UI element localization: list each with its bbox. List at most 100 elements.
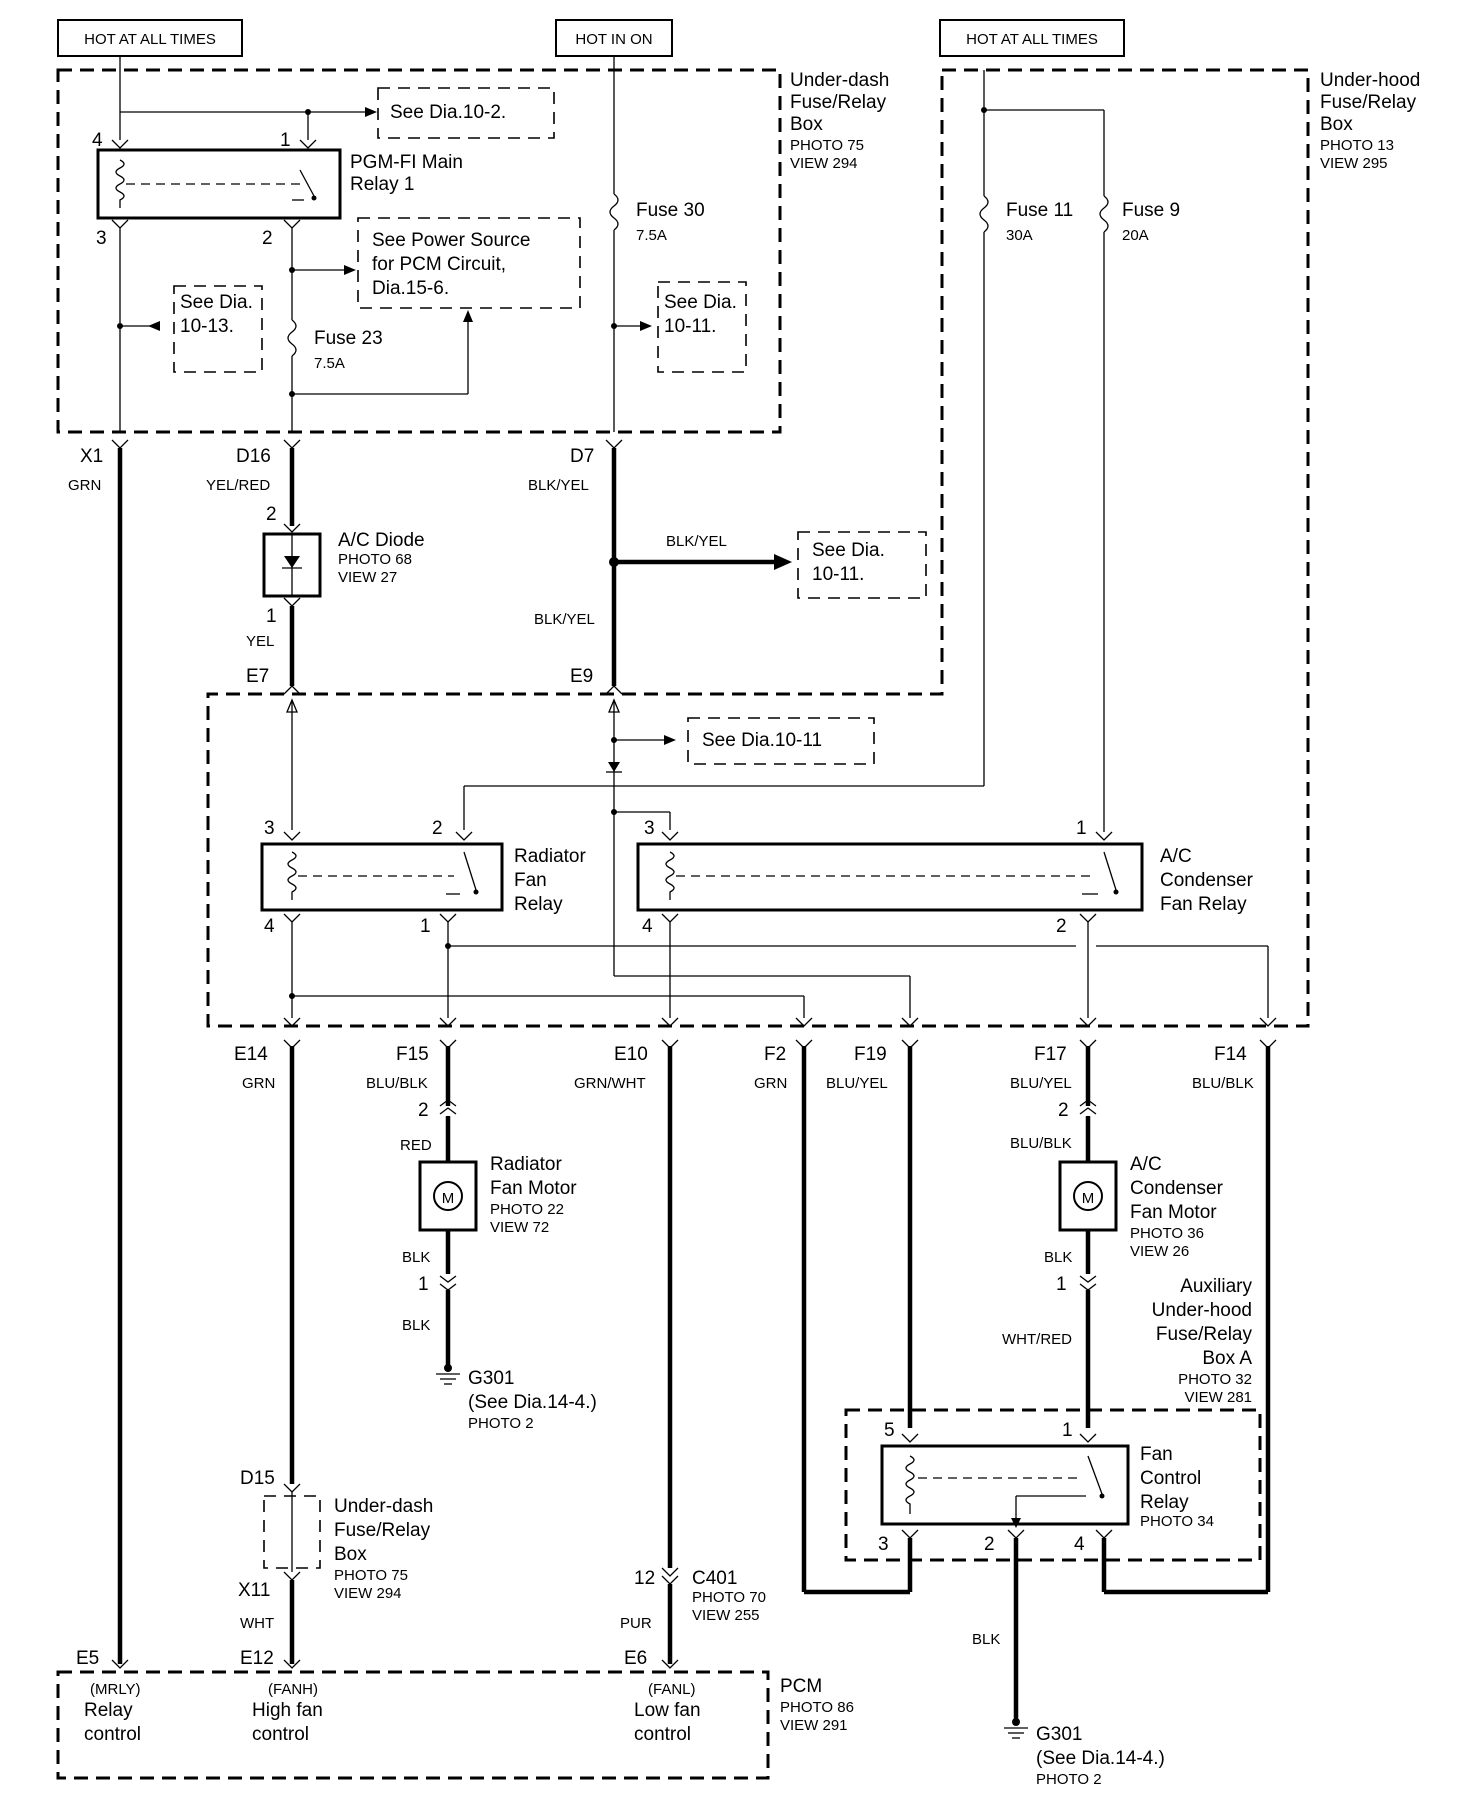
svg-text:PHOTO 2: PHOTO 2 [1036, 1771, 1102, 1788]
svg-text:HOT IN ON: HOT IN ON [575, 31, 652, 48]
ref-see-dia-10-11-a: See Dia. 10-11. [657, 281, 747, 373]
radiator-fan-motor: 2 RED M BLK 1 BLK Radiator Fan Motor PHO… [400, 1099, 577, 1366]
source-hot-at-all-times-left: HOT AT ALL TIMES [57, 19, 243, 57]
svg-text:3: 3 [878, 1534, 889, 1555]
svg-text:PHOTO 86: PHOTO 86 [780, 1699, 854, 1716]
underdash-small-box: D15 X11 WHT Under-dash Fuse/Relay Box PH… [238, 1468, 433, 1632]
pcm-label: PCM PHOTO 86 VIEW 291 [780, 1676, 854, 1734]
svg-text:control: control [634, 1724, 691, 1745]
svg-text:3: 3 [264, 818, 275, 839]
svg-text:See Dia.: See Dia. [812, 540, 885, 561]
svg-text:control: control [252, 1724, 309, 1745]
svg-text:BLK: BLK [402, 1249, 430, 1266]
svg-text:High fan: High fan [252, 1700, 323, 1721]
svg-text:PHOTO 75: PHOTO 75 [790, 137, 864, 154]
svg-text:VIEW 291: VIEW 291 [780, 1717, 848, 1734]
svg-text:Box: Box [334, 1544, 367, 1565]
svg-text:1: 1 [418, 1274, 429, 1295]
svg-text:12: 12 [634, 1568, 655, 1589]
connector-e9: E9 [570, 666, 623, 695]
svg-text:Fan Relay: Fan Relay [1160, 894, 1247, 915]
svg-text:VIEW 255: VIEW 255 [692, 1607, 760, 1624]
svg-text:PHOTO 68: PHOTO 68 [338, 551, 412, 568]
svg-text:BLU/YEL: BLU/YEL [826, 1075, 888, 1092]
svg-text:E5: E5 [76, 1648, 99, 1669]
ref-see-dia-10-11-b: See Dia. 10-11. [797, 531, 927, 599]
svg-text:BLK: BLK [1044, 1249, 1072, 1266]
svg-text:D16: D16 [236, 446, 271, 467]
svg-text:See Dia.10-11: See Dia.10-11 [702, 730, 822, 751]
svg-text:(FANL): (FANL) [648, 1681, 696, 1698]
svg-text:4: 4 [264, 916, 275, 937]
svg-text:YEL/RED: YEL/RED [206, 477, 270, 494]
svg-text:3: 3 [644, 818, 655, 839]
svg-text:Relay: Relay [84, 1700, 133, 1721]
svg-text:PCM: PCM [780, 1676, 822, 1697]
source-hot-in-on: HOT IN ON [555, 19, 673, 57]
ac-condenser-fan-relay: 3 1 4 2 A/C Condenser Fan Relay [636, 818, 1254, 937]
svg-text:Condenser: Condenser [1160, 870, 1254, 891]
svg-text:GRN: GRN [754, 1075, 787, 1092]
fuse-11: Fuse 11 30A [979, 195, 1073, 244]
svg-text:Under-hood: Under-hood [1152, 1300, 1252, 1321]
svg-text:10-13.: 10-13. [180, 316, 234, 337]
svg-text:BLK/YEL: BLK/YEL [534, 611, 595, 628]
svg-text:VIEW 281: VIEW 281 [1184, 1389, 1252, 1406]
connector-x1: X1 GRN [68, 439, 129, 494]
svg-text:BLU/BLK: BLU/BLK [1010, 1135, 1072, 1152]
svg-text:See Dia.: See Dia. [180, 292, 253, 313]
svg-text:Fuse/Relay: Fuse/Relay [790, 92, 887, 113]
svg-text:20A: 20A [1122, 227, 1149, 244]
svg-text:PUR: PUR [620, 1615, 652, 1632]
svg-text:E9: E9 [570, 666, 593, 687]
fan-control-relay: 5 1 3 2 4 Fan Control Relay PHOTO 34 [878, 1420, 1214, 1555]
svg-text:G301: G301 [1036, 1724, 1082, 1745]
source-hot-at-all-times-right: HOT AT ALL TIMES [939, 19, 1125, 57]
connector-c401: 12 C401 PHOTO 70 VIEW 255 PUR [620, 1567, 766, 1632]
ref-see-power-source: See Power Source for PCM Circuit, Dia.15… [357, 217, 581, 309]
svg-text:PHOTO 32: PHOTO 32 [1178, 1371, 1252, 1388]
svg-text:Auxiliary: Auxiliary [1180, 1276, 1252, 1297]
svg-text:GRN: GRN [242, 1075, 275, 1092]
svg-text:Relay: Relay [1140, 1492, 1189, 1513]
svg-text:BLK/YEL: BLK/YEL [666, 533, 727, 550]
svg-text:Radiator: Radiator [514, 846, 586, 867]
svg-text:M: M [442, 1190, 455, 1207]
svg-text:PHOTO 13: PHOTO 13 [1320, 137, 1394, 154]
pcm-high-fan-control: (FANH) High fan control [252, 1681, 323, 1745]
svg-text:RED: RED [400, 1137, 432, 1154]
svg-text:Relay: Relay [514, 894, 563, 915]
svg-text:1: 1 [1056, 1274, 1067, 1295]
svg-text:M: M [1082, 1190, 1095, 1207]
svg-text:1: 1 [1076, 818, 1087, 839]
svg-text:VIEW 294: VIEW 294 [790, 155, 858, 172]
svg-text:BLU/YEL: BLU/YEL [1010, 1075, 1072, 1092]
svg-text:WHT/RED: WHT/RED [1002, 1331, 1072, 1348]
svg-text:2: 2 [1058, 1100, 1069, 1121]
svg-text:BLU/BLK: BLU/BLK [366, 1075, 428, 1092]
svg-text:Fan Motor: Fan Motor [490, 1178, 577, 1199]
svg-text:X11: X11 [238, 1580, 270, 1601]
svg-text:YEL: YEL [246, 633, 274, 650]
svg-text:2: 2 [262, 228, 273, 249]
svg-text:2: 2 [984, 1534, 995, 1555]
svg-text:PHOTO 75: PHOTO 75 [334, 1567, 408, 1584]
fuse-23: Fuse 23 7.5A [287, 319, 383, 372]
svg-text:Dia.15-6.: Dia.15-6. [372, 278, 449, 299]
svg-text:Fan: Fan [514, 870, 547, 891]
svg-text:Fuse 23: Fuse 23 [314, 328, 383, 349]
svg-text:Low fan: Low fan [634, 1700, 701, 1721]
svg-text:A/C: A/C [1130, 1154, 1162, 1175]
pgm-fi-main-relay: 4 1 3 2 PGM-FI Main Relay 1 [92, 56, 463, 249]
auxiliary-box-outline [844, 1408, 1262, 1562]
connector-d7: D7 BLK/YEL [528, 439, 623, 494]
svg-text:(FANH): (FANH) [268, 1681, 318, 1698]
ground-g301-left: G301 (See Dia.14-4.) PHOTO 2 [436, 1364, 597, 1432]
svg-text:X1: X1 [80, 446, 103, 467]
underdash-box-outline [56, 68, 782, 434]
svg-text:Fuse/Relay: Fuse/Relay [1156, 1324, 1253, 1345]
svg-text:PHOTO 34: PHOTO 34 [1140, 1513, 1214, 1530]
svg-text:3: 3 [96, 228, 107, 249]
svg-text:(See Dia.14-4.): (See Dia.14-4.) [468, 1392, 597, 1413]
svg-text:2: 2 [432, 818, 443, 839]
